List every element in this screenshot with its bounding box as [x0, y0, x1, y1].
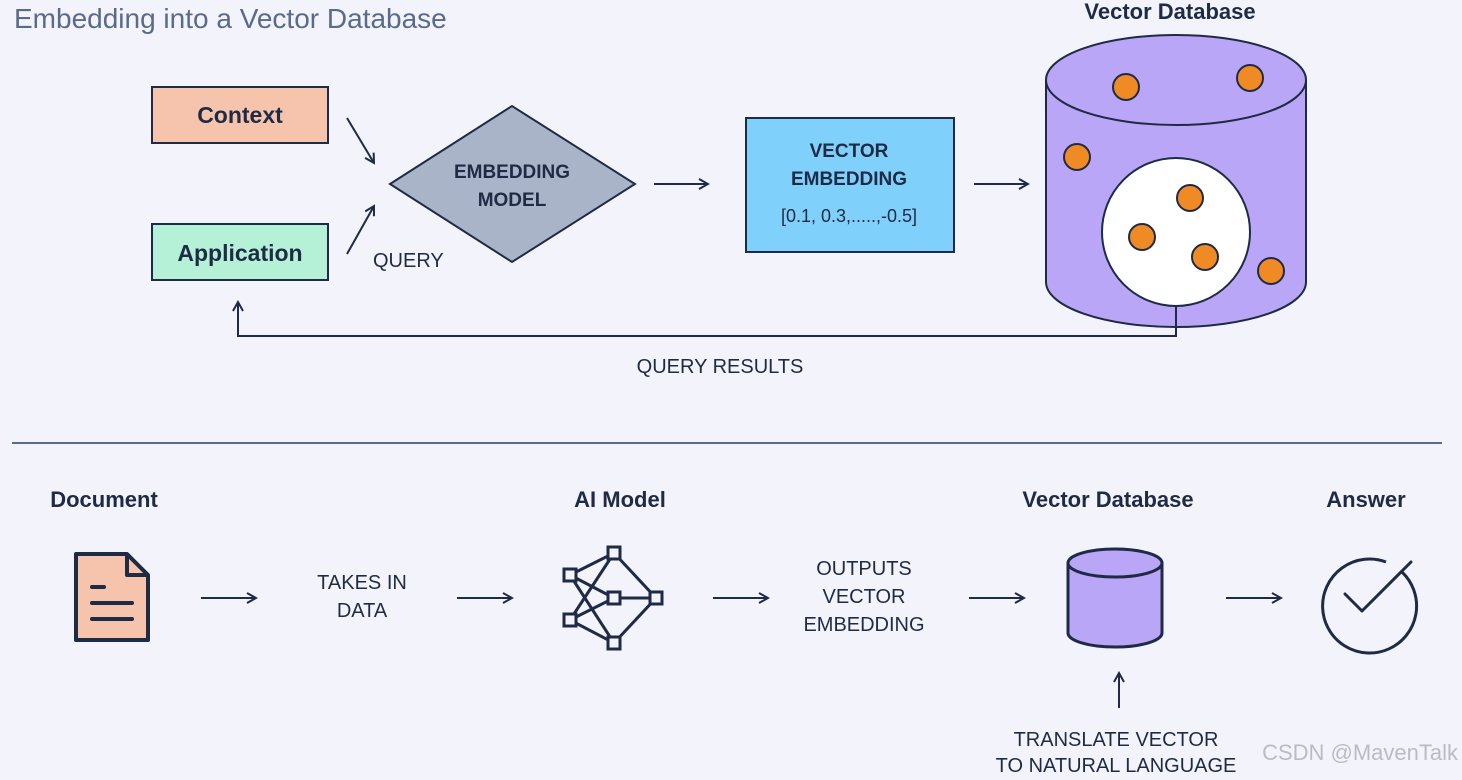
document-icon: [74, 552, 150, 642]
embedding-model-line1: EMBEDDING: [454, 162, 570, 183]
watermark: CSDN @MavenTalk: [1262, 740, 1459, 765]
data-points: [1063, 64, 1285, 285]
context-label: Context: [197, 102, 283, 128]
vector-embedding-line2: EMBEDDING: [791, 169, 907, 190]
vector-values: [0.1, 0.3,.....,-0.5]: [781, 206, 917, 226]
answer-title: Answer: [1326, 487, 1406, 512]
vector-database-cylinder: [1045, 34, 1307, 328]
vector-embedding-box: VECTOR EMBEDDING [0.1, 0.3,.....,-0.5]: [745, 117, 955, 253]
application-label: Application: [177, 240, 302, 266]
ai-model-title: AI Model: [574, 487, 666, 512]
neural-network-icon: [562, 545, 664, 651]
translate-line2: TO NATURAL LANGUAGE: [996, 755, 1237, 777]
application-box: Application: [151, 223, 329, 281]
context-box: Context: [151, 86, 329, 144]
embedding-model-line2: MODEL: [478, 190, 547, 211]
arrow-context-to-model: [346, 117, 374, 163]
query-results-label: QUERY RESULTS: [637, 356, 804, 378]
query-label: QUERY: [373, 250, 444, 272]
outputs-line1: OUTPUTS: [816, 558, 912, 580]
outputs-line3: EMBEDDING: [803, 614, 924, 636]
checkmark-circle-icon: [1321, 557, 1419, 655]
page-title: Embedding into a Vector Database: [14, 3, 447, 34]
vector-db-title: Vector Database: [1084, 0, 1255, 24]
takes-in-line1: TAKES IN: [317, 572, 407, 594]
translate-line1: TRANSLATE VECTOR: [1014, 729, 1219, 751]
arrow-application-to-model: [346, 206, 374, 255]
outputs-line2: VECTOR: [823, 586, 906, 608]
takes-in-line2: DATA: [337, 600, 388, 622]
query-results-arrow: [238, 302, 1177, 337]
vector-embedding-line1: VECTOR: [810, 141, 889, 162]
database-icon: [1066, 547, 1164, 649]
bottom-vector-db-title: Vector Database: [1022, 487, 1193, 512]
embedding-model-diamond: EMBEDDING MODEL: [388, 104, 637, 264]
document-title: Document: [50, 487, 158, 512]
query-match-circle: [1101, 157, 1251, 307]
